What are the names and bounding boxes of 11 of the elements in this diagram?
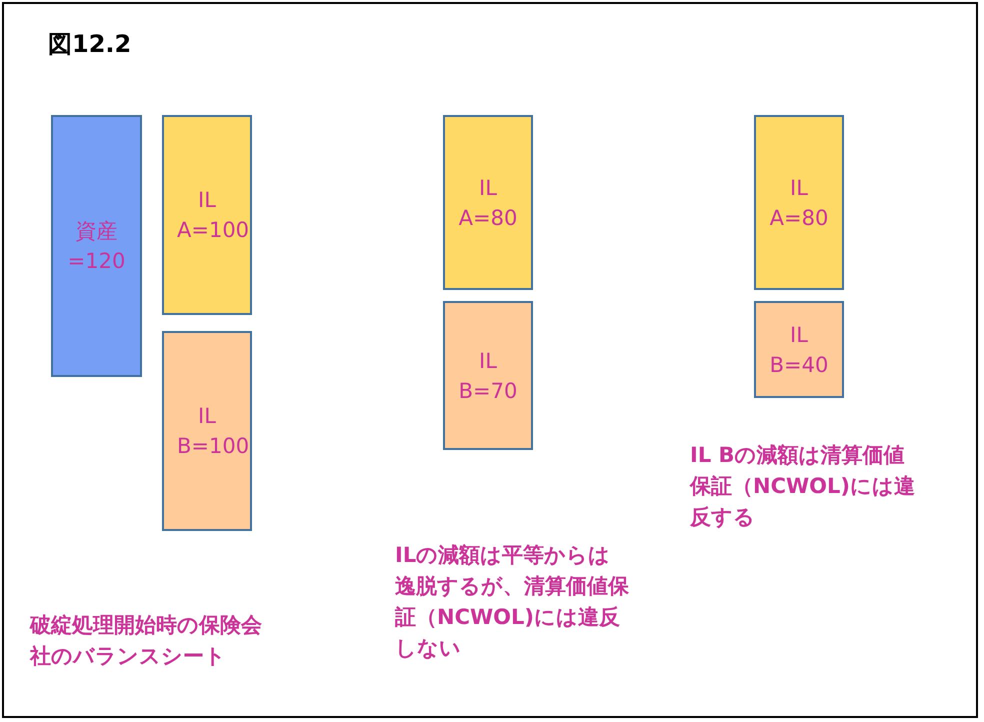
note-text: ILの減額は平等からは逸脱するが、清算価値保証（NCWOL)には違反しない (395, 542, 630, 662)
balance-block: IL A=100 (162, 115, 252, 315)
note-text: IL Bの減額は清算価値保証（NCWOL)には違反する (690, 442, 916, 531)
balance-block: IL A=80 (443, 115, 533, 290)
balance-block: IL B=70 (443, 301, 533, 450)
balance-block: IL A=80 (754, 115, 844, 290)
note-text: 破綻処理開始時の保険会社のバランスシート (30, 612, 263, 670)
balance-block: IL B=40 (754, 301, 844, 398)
figure-title: 図12.2 (48, 29, 132, 60)
balance-block: IL B=100 (162, 331, 252, 531)
balance-block: 資産 =120 (51, 115, 142, 377)
